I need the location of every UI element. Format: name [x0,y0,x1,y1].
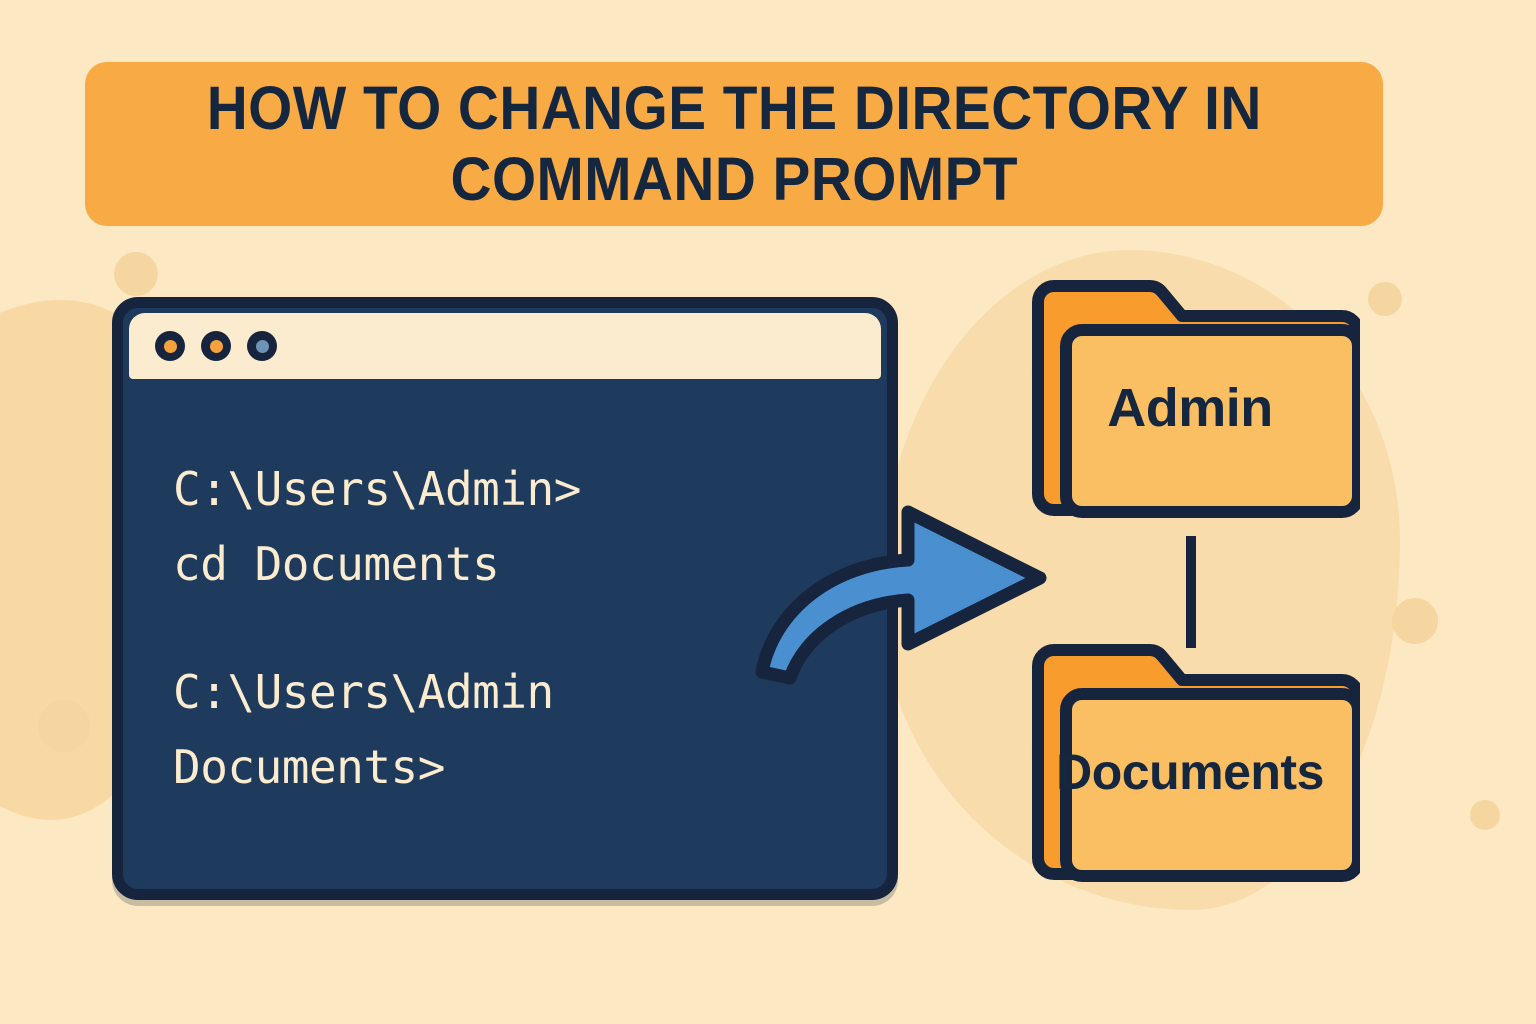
title-banner: HOW TO CHANGE THE DIRECTORY IN COMMAND P… [85,62,1383,226]
page-title-line-1: HOW TO CHANGE THE DIRECTORY IN [206,74,1262,143]
background-circle-5 [1470,800,1500,830]
folder-documents[interactable]: Documents [1020,632,1360,902]
folder-connector-line [1186,536,1196,648]
window-dot-maximize-icon[interactable] [247,331,277,361]
folder-admin[interactable]: Admin [1020,268,1360,538]
window-dot-close-icon[interactable] [155,331,185,361]
page-title-line-2: COMMAND PROMPT [450,145,1018,213]
terminal-output[interactable]: C:\Users\Admin> cd Documents C:\Users\Ad… [123,390,887,889]
change-directory-arrow-icon [740,460,1080,700]
terminal-titlebar [129,313,881,379]
background-circle-3 [1368,282,1402,316]
background-circle-2 [38,700,90,752]
terminal-prompt-before: C:\Users\Admin> [173,462,581,516]
background-circle-1 [114,252,158,296]
background-circle-4 [1392,598,1438,644]
terminal-prompt-after-line-2: Documents> [173,739,445,794]
terminal-command: cd Documents [173,536,500,591]
terminal-prompt-after-line-1: C:\Users\Admin [173,665,554,720]
window-dot-minimize-icon[interactable] [201,331,231,361]
page-title: HOW TO CHANGE THE DIRECTORY IN COMMAND P… [182,73,1285,215]
